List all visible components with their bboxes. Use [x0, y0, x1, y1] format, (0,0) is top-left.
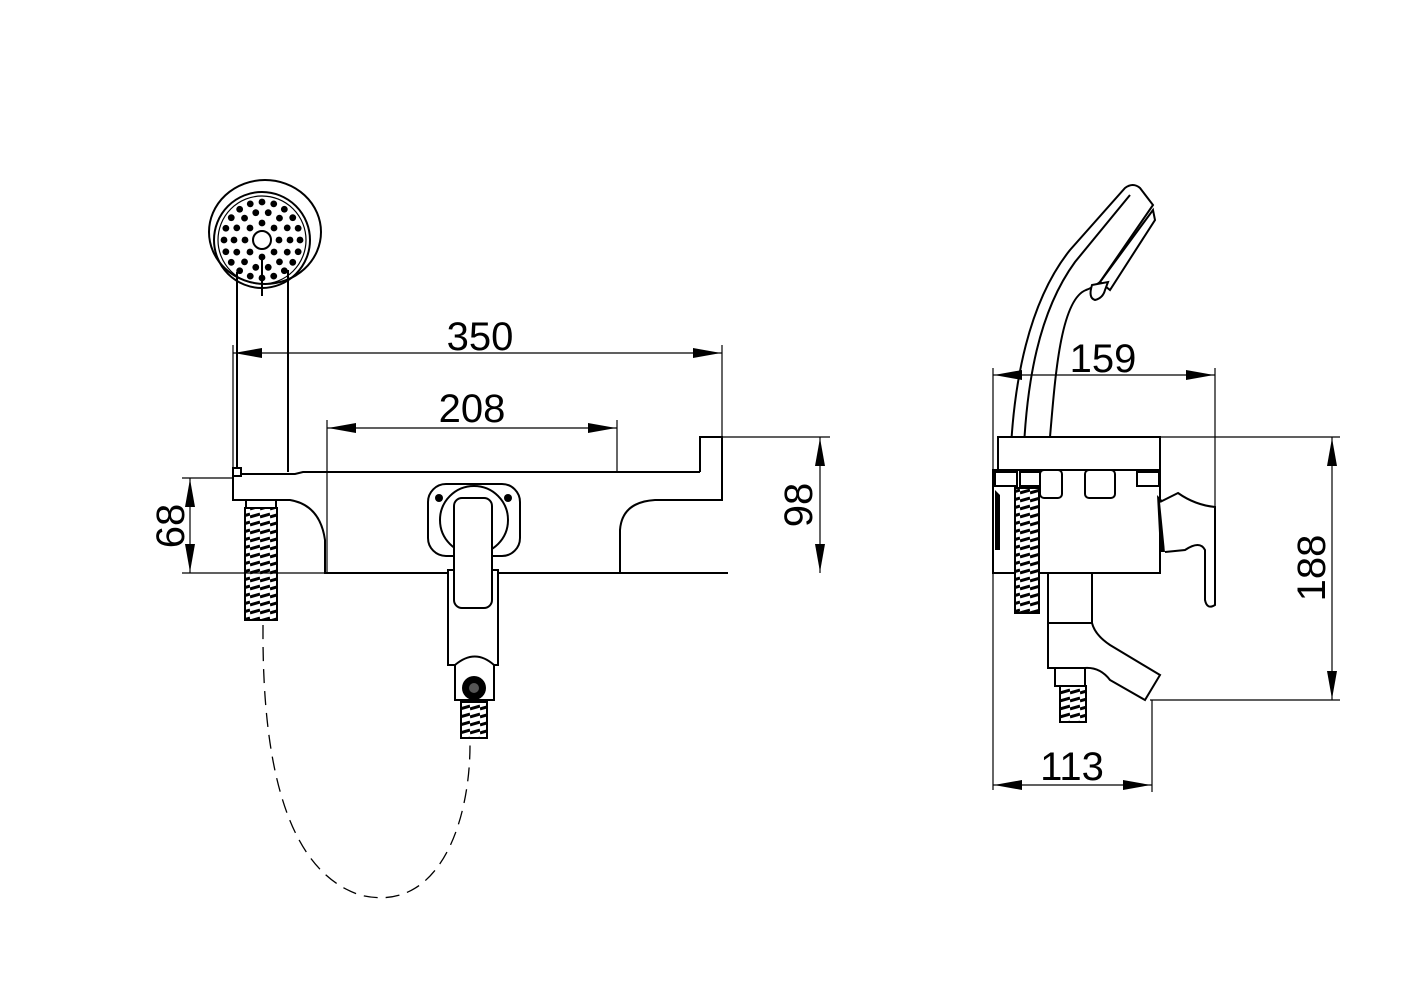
nozzle [246, 272, 254, 280]
nozzle [246, 200, 254, 208]
dimension-113: 113 [993, 700, 1153, 792]
nozzle [289, 214, 297, 222]
nozzle [233, 224, 241, 232]
nozzle [222, 248, 230, 256]
dimension-label: 350 [447, 315, 514, 359]
dimension-label: 68 [149, 504, 193, 549]
nozzle [230, 236, 238, 244]
nozzle [246, 248, 254, 256]
nozzle [296, 236, 304, 244]
nozzle [275, 236, 283, 244]
nozzle [270, 272, 278, 280]
nozzle [236, 205, 244, 213]
nozzle [264, 209, 272, 217]
nozzle [241, 236, 249, 244]
valve-assembly [427, 483, 521, 739]
nozzle [233, 248, 241, 256]
nozzle [289, 258, 297, 266]
dimension-label: 208 [439, 387, 506, 431]
nozzle [227, 258, 235, 266]
lever-handle [453, 497, 493, 609]
nozzle [276, 214, 283, 222]
dimension-label: 188 [1290, 535, 1334, 602]
nozzle [258, 219, 266, 227]
nozzle [270, 200, 278, 208]
dimension-68: 68 [149, 477, 325, 574]
hose-nut [245, 499, 277, 509]
dimension-208: 208 [326, 387, 618, 573]
dimension-159: 159 [992, 337, 1216, 790]
nozzle [264, 263, 272, 271]
nozzle [220, 236, 228, 244]
nozzle [270, 224, 278, 232]
nozzle [252, 209, 260, 217]
hand-shower-side [1009, 184, 1155, 474]
hand-shower-head [208, 179, 322, 296]
nozzle [270, 248, 278, 256]
front-view: 350 208 68 98 [149, 179, 830, 899]
nozzle [283, 248, 291, 256]
nozzle [286, 236, 294, 244]
dimension-label: 98 [777, 483, 821, 528]
hose-path-dashed [262, 624, 471, 899]
shower-hose [244, 507, 278, 621]
nozzle [276, 258, 283, 266]
nozzle [283, 224, 291, 232]
spray-nozzles [220, 198, 304, 282]
dimension-98: 98 [722, 436, 830, 573]
nozzle [294, 248, 302, 256]
dimension-350: 350 [232, 315, 723, 474]
nozzle [294, 224, 302, 232]
nozzle [222, 224, 230, 232]
dimension-label: 159 [1070, 337, 1137, 381]
nozzle [241, 258, 248, 266]
dimension-label: 113 [1040, 745, 1104, 789]
bracket-pin [232, 467, 242, 477]
mixer-body [232, 436, 728, 574]
nozzle [280, 205, 288, 213]
side-view: 159 188 113 [992, 184, 1340, 792]
dimension-188: 188 [1150, 436, 1340, 701]
nozzle [258, 198, 266, 206]
nozzle [241, 214, 248, 222]
nozzle [246, 224, 254, 232]
hand-shower-handle [236, 270, 289, 472]
nozzle [252, 263, 260, 271]
nozzle [227, 214, 235, 222]
mixer-body-side [992, 436, 1216, 723]
nozzle [280, 267, 288, 275]
